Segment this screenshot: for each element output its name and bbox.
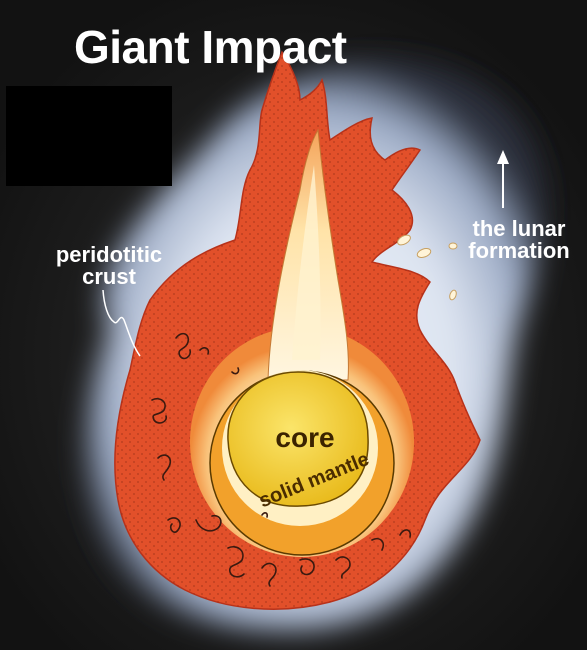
crust-label-line-1: peridotitic <box>34 244 184 266</box>
crust-label-line-2: crust <box>34 266 184 288</box>
redacted-block <box>6 86 172 186</box>
peridotitic-crust-label: peridotitic crust <box>34 244 184 288</box>
lunar-formation-label: the lunar formation <box>452 218 586 262</box>
core-label: core <box>250 424 360 452</box>
lunar-label-line-2: formation <box>452 240 586 262</box>
page-title: Giant Impact <box>74 20 347 74</box>
lunar-label-line-1: the lunar <box>452 218 586 240</box>
